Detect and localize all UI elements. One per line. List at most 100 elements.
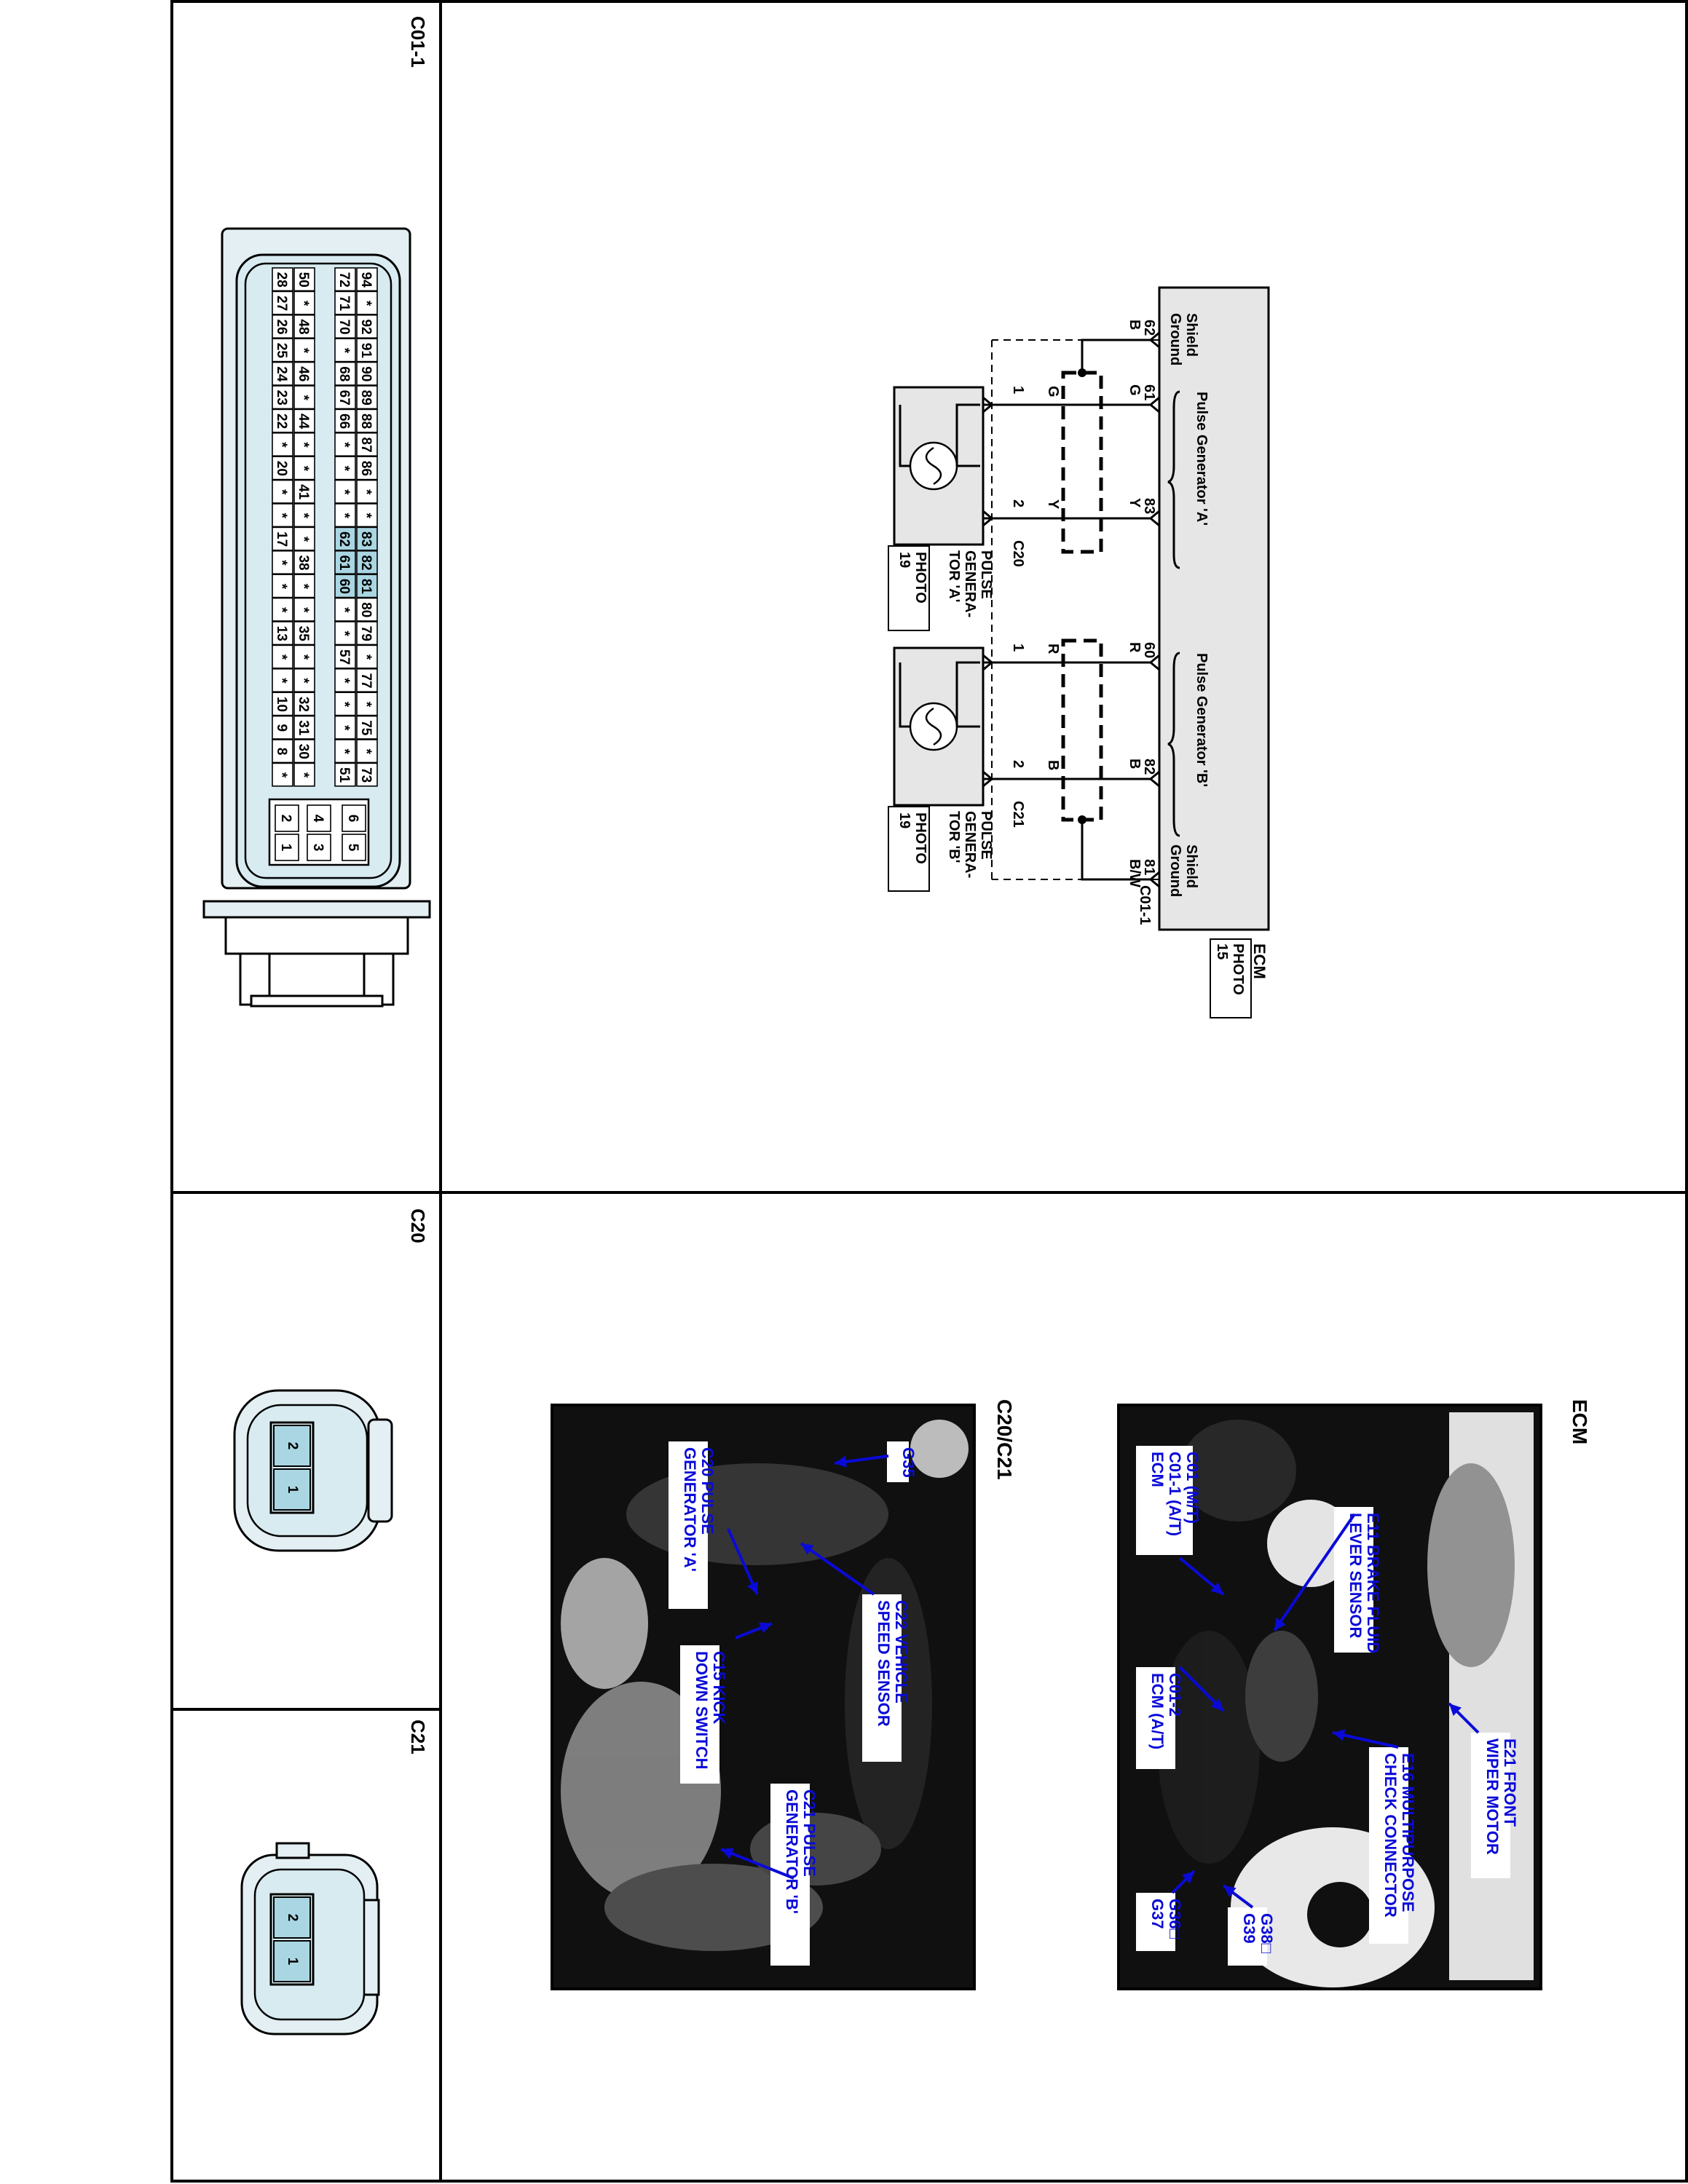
- photo-callout-text: E11 BRAKE FLUID: [1364, 1513, 1382, 1653]
- c01-1-pin-label: *: [296, 513, 311, 518]
- sensor-pin-number: 2: [1010, 499, 1026, 507]
- c01-1-pin-label: *: [296, 607, 311, 613]
- c01-1-aux-pin: [307, 834, 331, 861]
- c01-1-pin-label: 50: [296, 272, 311, 288]
- c01-1-pin: [334, 408, 356, 433]
- c01-1-pin-label: 73: [358, 767, 374, 783]
- c01-1-pin-label: 9: [274, 724, 289, 732]
- c01-1-pin: [356, 290, 378, 315]
- c01-1-aux-pin-label: 5: [345, 844, 360, 852]
- c01-1-pin: [272, 290, 293, 315]
- c20-pin-1: [273, 1468, 311, 1511]
- photo-callout-text: CHECK CONNECTOR: [1381, 1753, 1400, 1918]
- c01-1-pin: [356, 621, 378, 646]
- c01-1-pin-label: 20: [274, 461, 289, 476]
- photo-callout-text: DOWN SWITCH: [693, 1651, 711, 1770]
- photo-callout-text: G36□: [1166, 1899, 1184, 1939]
- ecm-pin-number: 81: [1141, 859, 1157, 875]
- c01-1-pin-label: 80: [358, 602, 374, 617]
- c01-1-pin-label: 60: [336, 579, 352, 594]
- c01-1-pin-label: 27: [274, 296, 289, 311]
- c01-1-pin-grid: 94*92919089888786**8382818079*77*75*7372…: [272, 267, 378, 787]
- ecm-pin-number: 60: [1141, 642, 1157, 658]
- photo-callout-text: ECM (A/T): [1148, 1673, 1167, 1749]
- ecm-pin-81: 81B/W: [1127, 859, 1160, 888]
- sensor-photo-number: 19: [896, 552, 912, 568]
- photo-callout-text: LEVER SENSOR: [1346, 1513, 1365, 1638]
- c01-1-pin-label: *: [296, 442, 311, 448]
- photo-c20-c21-title: C20/C21: [993, 1399, 1016, 1480]
- c01-1-pin: [356, 739, 378, 764]
- photo-callout-text: ECM: [1148, 1452, 1167, 1487]
- c01-1-pin-label: 68: [336, 366, 352, 381]
- c01-1-pin-label: 87: [358, 437, 374, 452]
- ecm-pin-60: 60R: [1127, 642, 1160, 671]
- c01-1-pin: [272, 574, 293, 598]
- c01-1-pin: [293, 503, 315, 528]
- c01-1-pin-label: 86: [358, 461, 374, 476]
- c01-1-pin: [334, 668, 356, 692]
- pulse-generator-b-label: Pulse Generator 'B': [1194, 653, 1210, 787]
- c01-1-pin-label: *: [336, 678, 352, 684]
- c01-1-pin: [334, 338, 356, 363]
- c01-1-pin: [293, 290, 315, 315]
- c01-1-pin-label: *: [336, 442, 352, 448]
- ecm-connector-label: C01-1: [1137, 885, 1153, 925]
- c01-1-pin: [356, 668, 378, 692]
- shield-ground-left-2: Ground: [1167, 313, 1183, 365]
- sensor-wire-color: G: [1045, 386, 1061, 397]
- photo-callout-text: G38□: [1258, 1913, 1276, 1953]
- c01-1-pin-label: *: [358, 489, 374, 495]
- c01-1-pin: [293, 715, 315, 740]
- c01-1-pin: [272, 267, 293, 292]
- c01-1-pin: [334, 432, 356, 456]
- c21-pin-1: [273, 1940, 311, 1982]
- pulse-generator-a-label: Pulse Generator 'A': [1194, 392, 1210, 526]
- photo-callout-text: G39: [1240, 1913, 1258, 1944]
- c01-1-pin: [334, 550, 356, 574]
- c01-1-pin: [272, 762, 293, 787]
- c01-1-pin-label: *: [358, 654, 374, 660]
- c01-1-pin: [272, 644, 293, 669]
- c01-1-pin-label: 67: [336, 390, 352, 405]
- photo-callout-text: C01-2: [1166, 1673, 1184, 1717]
- c01-1-pin: [334, 526, 356, 551]
- c01-1-pin-label: *: [274, 513, 289, 518]
- sensor-wire-color: R: [1045, 644, 1061, 654]
- sensor-pin-number: 1: [1010, 644, 1026, 652]
- c01-1-pin-label: 46: [296, 366, 311, 381]
- ecm-pin-83: 83Y: [1127, 498, 1160, 527]
- ecm-photo-label-2: 15: [1214, 943, 1230, 960]
- ecm-label: ECM: [1250, 943, 1269, 979]
- c01-1-pin: [334, 692, 356, 716]
- c01-1-pin: [272, 692, 293, 716]
- photo-callout-text: C15 KICK: [710, 1651, 728, 1724]
- c01-1-pin: [293, 456, 315, 480]
- c01-1-pin-label: 22: [274, 414, 289, 429]
- c01-1-pin: [272, 597, 293, 622]
- c01-1-pin: [356, 479, 378, 504]
- c01-1-pin-label: 75: [358, 720, 374, 736]
- c01-1-aux-pin-label: 6: [345, 815, 360, 823]
- c01-1-pin: [272, 385, 293, 410]
- c01-1-pin-label: *: [296, 584, 311, 590]
- c01-1-pin-label: *: [336, 630, 352, 636]
- callout-arrow-icon: [1273, 1513, 1356, 1632]
- c01-1-pin: [272, 456, 293, 480]
- sensor-b: [893, 646, 985, 807]
- c01-1-pin: [356, 408, 378, 433]
- c01-1-pin-label: 8: [274, 748, 289, 756]
- photo-callout-text: WIPER MOTOR: [1483, 1738, 1502, 1855]
- c01-1-pin: [272, 739, 293, 764]
- c01-1-pin: [334, 739, 356, 764]
- c01-1-pin: [356, 314, 378, 339]
